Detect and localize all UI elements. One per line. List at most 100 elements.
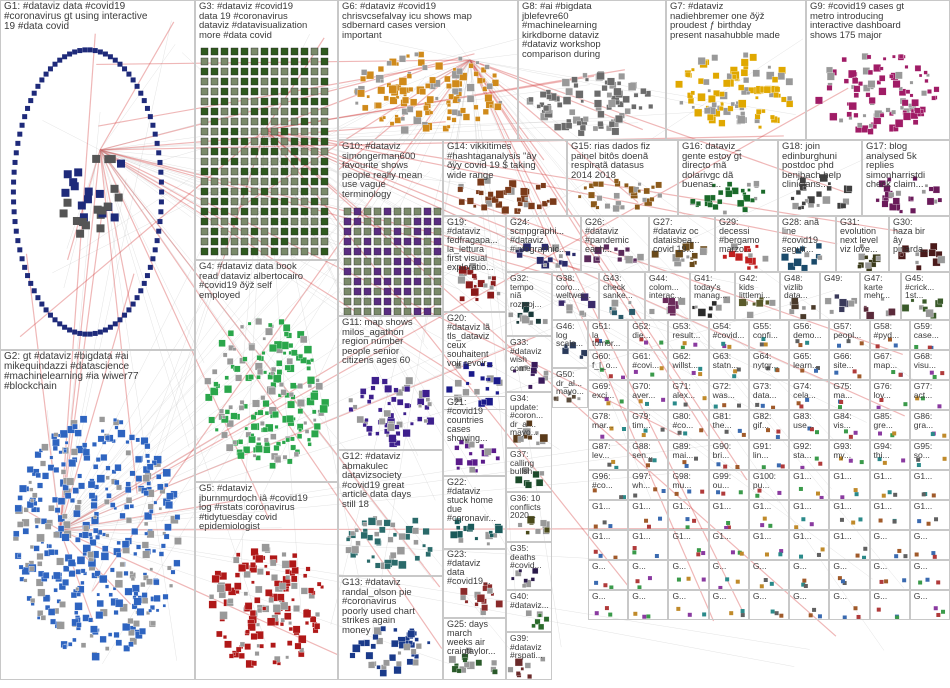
group-cell-g28: G28: anã line #covid19 seguir...: [778, 216, 836, 272]
group-cell-g104: G1...: [910, 470, 950, 500]
group-label: G92: sta...: [793, 442, 826, 459]
group-cell-g136: G...: [749, 590, 789, 620]
group-label: G1...: [753, 502, 786, 511]
group-label: G97: wh...: [632, 472, 665, 489]
group-cell-g51: G51: la tomor...: [588, 320, 628, 350]
group-label: G64: nytgr...: [753, 352, 786, 369]
group-cell-g87: G87: lev...: [588, 440, 628, 470]
group-cell-g18: G18: join edinburghuni postdoc phd benjb…: [778, 140, 862, 216]
group-label: G...: [753, 562, 786, 571]
group-label: G3: #dataviz #covid19 data 19 #coronavir…: [199, 2, 335, 40]
group-cell-g65: G65: learn...: [789, 350, 829, 380]
group-label: G67: map...: [874, 352, 907, 369]
group-cell-g117: G1...: [709, 530, 749, 560]
group-label: G23: #dataviz data #covid19...: [447, 550, 503, 586]
group-label: G1...: [833, 532, 866, 541]
group-label: G69: exci...: [592, 382, 625, 399]
group-cell-g126: G...: [709, 560, 749, 590]
group-cell-g19: G19: #dataviz fedfragapa... la_lettura f…: [443, 216, 506, 312]
group-cell-g17: G17: blog analysed 5k replies simonharri…: [862, 140, 950, 216]
group-cell-g33: G33: #dataviz wish come...: [506, 336, 552, 392]
group-label: G66: site...: [833, 352, 866, 369]
group-label: G79: tim...: [632, 412, 665, 429]
group-cell-g25: G25: days march weeks air craigtaylor...: [443, 618, 506, 680]
group-label: G19: #dataviz fedfragapa... la_lettura f…: [447, 218, 503, 272]
group-label: G58: #pyd...: [874, 322, 907, 339]
group-cell-g42: G42: kids littlemi...: [735, 272, 780, 320]
group-label: G1...: [632, 502, 665, 511]
group-label: G68: visu...: [914, 352, 947, 369]
group-label: G30: haza bir ây pinarda...: [893, 218, 947, 254]
group-label: G71: alex...: [672, 382, 705, 399]
group-label: G83: use...: [793, 412, 826, 429]
group-cell-g93: G93: my...: [829, 440, 869, 470]
group-label: G...: [632, 562, 665, 571]
group-label: G93: my...: [833, 442, 866, 459]
group-cell-g112: G1...: [870, 500, 910, 530]
group-cell-g29: G29: decessi #bergamo marzo...: [715, 216, 778, 272]
group-cell-g27: G27: #dataviz oc dataisbea... covid 19..…: [649, 216, 715, 272]
group-cell-g57: G57: peopl...: [829, 320, 869, 350]
group-cell-g118: G1...: [749, 530, 789, 560]
group-label: G1...: [632, 532, 665, 541]
group-label: G82: gif...: [753, 412, 786, 429]
group-cell-g95: G95: so...: [910, 440, 950, 470]
group-label: G24: scmpgraphi... #dataviz #infographic…: [510, 218, 578, 254]
group-cell-g77: G77: act...: [910, 380, 950, 410]
group-label: G34: update: #coron... dr_al... mayo...: [510, 394, 549, 437]
group-label: G...: [672, 562, 705, 571]
group-cell-g5: G5: #dataviz jburnmurdoch iâ #covid19 lo…: [195, 482, 338, 680]
group-label: G54: #covid...: [713, 322, 746, 339]
group-label: G33: #dataviz wish come...: [510, 338, 549, 372]
group-label: G...: [914, 562, 947, 571]
group-cell-g21: G21: #covid19 countries cases showing...: [443, 396, 506, 476]
group-cell-g100: G100: pu...: [749, 470, 789, 500]
group-label: G...: [874, 592, 907, 601]
group-label: G1...: [874, 472, 907, 481]
group-cell-g80: G80: #co...: [668, 410, 708, 440]
group-label: G85: gre...: [874, 412, 907, 429]
group-label: G89: mai...: [672, 442, 705, 459]
group-label: G22: #dataviz stuck home due #coronavir.…: [447, 478, 503, 523]
group-label: G98: mu...: [672, 472, 705, 489]
group-label: G84: vis...: [833, 412, 866, 429]
group-label: G...: [592, 592, 625, 601]
group-label: G65: learn...: [793, 352, 826, 369]
group-cell-g49: G49:: [820, 272, 860, 320]
group-label: G45: #crick... 1st...: [905, 274, 947, 300]
group-label: G86: gra...: [914, 412, 947, 429]
group-cell-g2: G2: gt #dataviz #bigdata #ai mikequindaz…: [0, 350, 195, 680]
group-cell-g101: G1...: [789, 470, 829, 500]
group-label: G1...: [672, 502, 705, 511]
group-cell-g35: G35: deaths #covid...: [506, 542, 552, 590]
group-cell-g110: G1...: [789, 500, 829, 530]
group-cell-g69: G69: exci...: [588, 380, 628, 410]
group-label: G55: confi...: [753, 322, 786, 339]
group-label: G31: evolution next level viz love...: [840, 218, 886, 254]
group-cell-g66: G66: site...: [829, 350, 869, 380]
group-cell-g48: G48: vizlib data...: [780, 272, 820, 320]
group-label: G1...: [833, 502, 866, 511]
group-cell-g30: G30: haza bir ây pinarda...: [889, 216, 950, 272]
group-cell-g4: G4: #dataviz data book read dataviz albe…: [195, 260, 338, 482]
group-label: G35: deaths #covid...: [510, 544, 549, 570]
group-cell-g3: G3: #dataviz #covid19 data 19 #coronavir…: [195, 0, 338, 260]
group-label: G90: bri...: [713, 442, 746, 459]
group-label: G20: #dataviz lã tls_dataviz ceux souhai…: [447, 314, 503, 368]
group-cell-g52: G52: die...: [628, 320, 668, 350]
group-label: G52: die...: [632, 322, 665, 339]
group-cell-g41: G41: today's manag...: [690, 272, 735, 320]
group-cell-g82: G82: gif...: [749, 410, 789, 440]
group-cell-g133: G...: [628, 590, 668, 620]
group-label: G29: decessi #bergamo marzo...: [719, 218, 775, 254]
group-cell-g46: G46: log scale...: [552, 320, 588, 368]
group-cell-g44: G44: colom... interac...: [645, 272, 690, 320]
group-label: G43: check sanke...: [603, 274, 642, 300]
group-label: G99: ou...: [713, 472, 746, 489]
group-cell-g85: G85: gre...: [870, 410, 910, 440]
group-cell-g131: G...: [910, 560, 950, 590]
group-cell-g26: G26: #dataviz #pandemic each...: [581, 216, 649, 272]
group-cell-g43: G43: check sanke...: [599, 272, 645, 320]
group-cell-g138: G...: [829, 590, 869, 620]
group-label: G1...: [713, 502, 746, 511]
